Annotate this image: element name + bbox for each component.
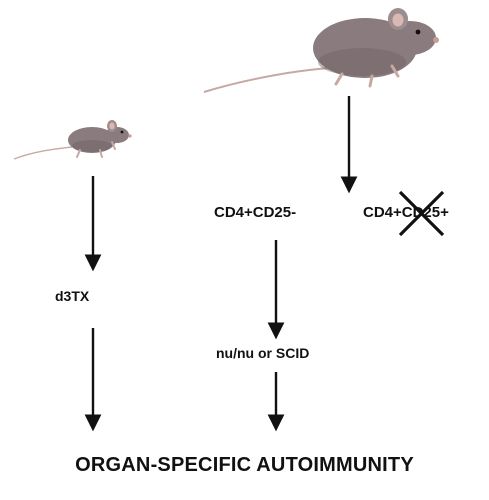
recipient-label: nu/nu or SCID bbox=[216, 345, 310, 361]
outcome-title: ORGAN-SPECIFIC AUTOIMMUNITY bbox=[75, 454, 414, 476]
d3tx-label: d3TX bbox=[55, 288, 90, 304]
large-mouse-icon bbox=[203, 8, 439, 93]
cd4-cd25-negative-label: CD4+CD25- bbox=[214, 204, 297, 221]
cd4-cd25-positive-label: CD4+CD25+ bbox=[363, 204, 449, 221]
small-mouse-icon bbox=[13, 120, 132, 160]
